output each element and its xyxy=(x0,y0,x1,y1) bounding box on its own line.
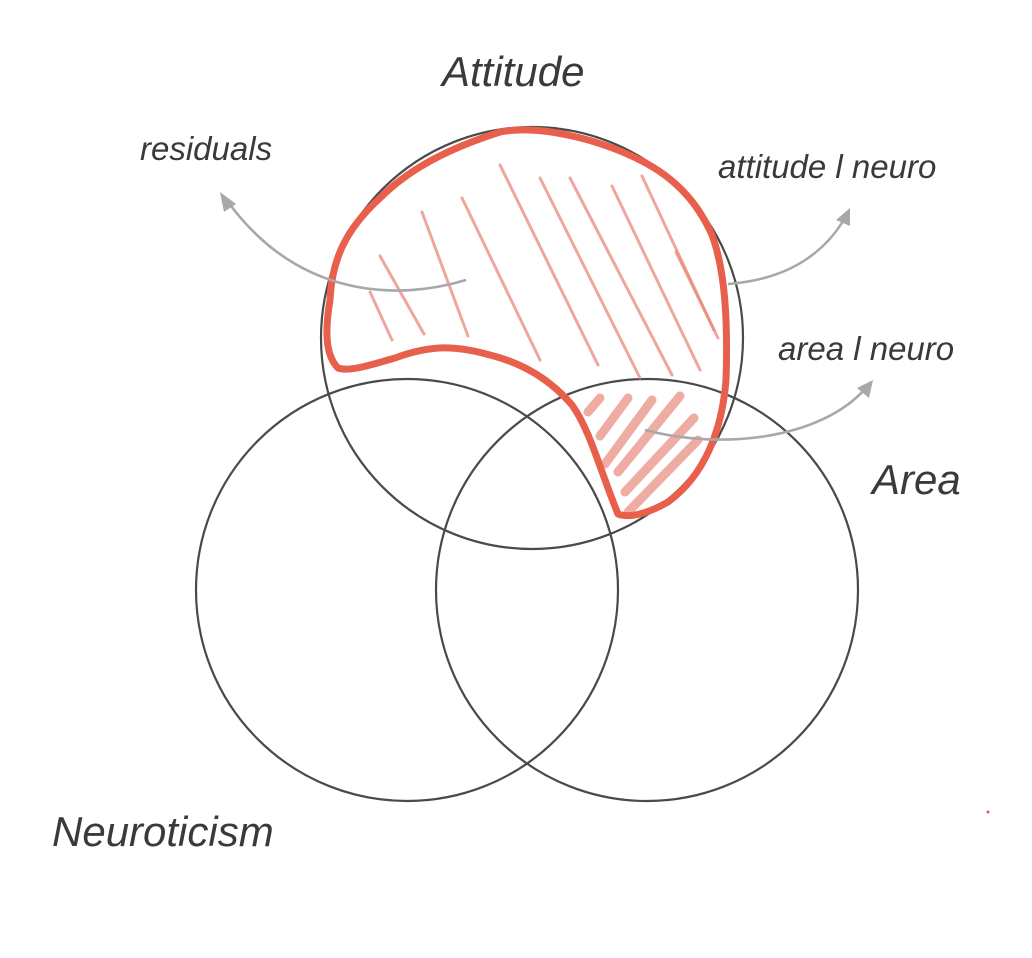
area-neuro-label: area l neuro xyxy=(778,330,954,367)
neuroticism-circle xyxy=(194,377,620,803)
neuroticism-label: Neuroticism xyxy=(52,808,274,855)
residuals-arrow xyxy=(220,192,467,292)
residuals-label: residuals xyxy=(140,130,272,167)
highlighted-region-outline xyxy=(323,126,731,520)
area-neuro-arrow xyxy=(644,380,873,441)
attitude-label: Attitude xyxy=(439,48,584,95)
attitude-neuro-label: attitude l neuro xyxy=(718,148,936,185)
attitude-neuro-hatch xyxy=(368,163,720,380)
area-label: Area xyxy=(869,456,961,503)
area-neuro-hatch xyxy=(583,391,703,517)
stray-dot xyxy=(986,810,990,814)
attitude-neuro-arrow xyxy=(727,208,850,286)
area-circle xyxy=(434,377,860,803)
